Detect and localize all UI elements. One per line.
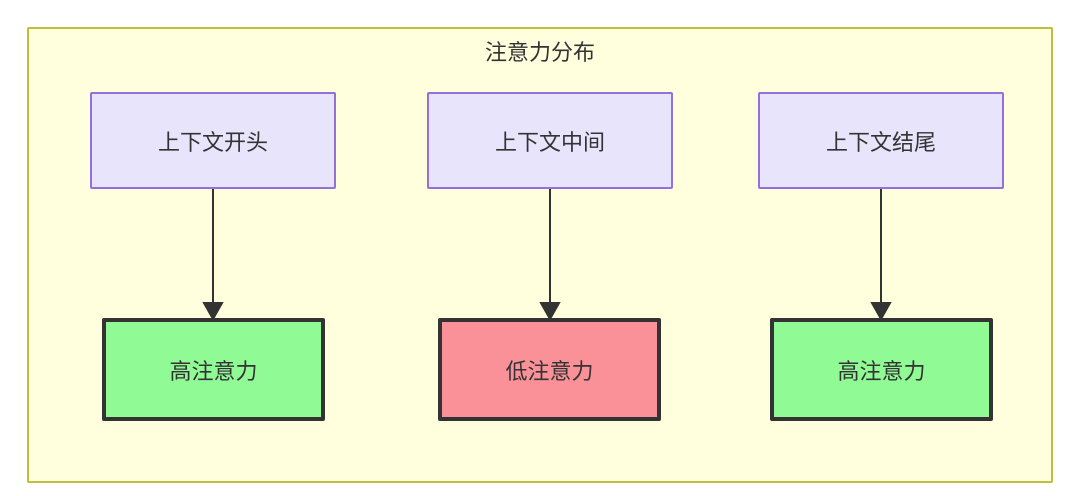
node-context-end[interactable]: 上下文结尾: [758, 92, 1004, 189]
node-attention-high-end[interactable]: 高注意力: [770, 318, 993, 421]
subgraph-title: 注意力分布: [484, 40, 595, 65]
node-context-middle[interactable]: 上下文中间: [427, 92, 673, 189]
node-label: 低注意力: [505, 358, 594, 384]
node-label: 上下文中间: [494, 129, 605, 155]
node-attention-high-start[interactable]: 高注意力: [102, 318, 325, 421]
node-attention-low-middle[interactable]: 低注意力: [438, 318, 661, 421]
node-context-start[interactable]: 上下文开头: [90, 92, 336, 189]
node-label: 上下文结尾: [825, 129, 936, 155]
node-label: 高注意力: [837, 358, 926, 384]
node-label: 高注意力: [169, 358, 258, 384]
node-label: 上下文开头: [157, 129, 268, 155]
